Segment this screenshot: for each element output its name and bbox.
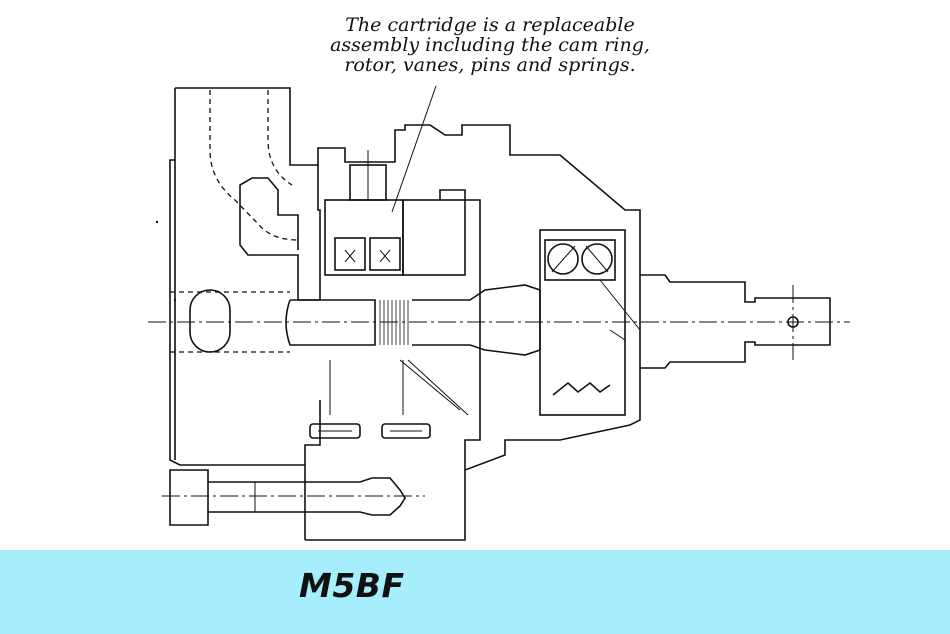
shaft-seal-chevron	[552, 381, 611, 396]
vane-springs	[344, 249, 391, 263]
cartridge-caption: The cartridge is a replaceable assembly …	[300, 15, 680, 75]
drive-shaft	[285, 284, 541, 356]
vane-slot-left	[334, 237, 366, 271]
body-inner-step	[304, 189, 481, 470]
pump-body-outline	[305, 124, 641, 541]
bearing-ball-right	[581, 243, 613, 275]
mounting-bolt	[169, 469, 406, 526]
internal-passage-dashed-2	[170, 291, 290, 353]
footer-band	[0, 550, 950, 634]
bearing-ball-left	[547, 243, 579, 275]
lower-pin-right	[381, 423, 431, 439]
vane-slot-right	[369, 237, 401, 271]
pump-section-svg	[148, 85, 850, 541]
port-housing-outline	[169, 87, 321, 540]
internal-passage-dashed	[209, 90, 299, 241]
port-oval	[189, 289, 231, 353]
caption-line-1: The cartridge is a replaceable	[345, 14, 635, 36]
caption-line-2: assembly including the cam ring,	[330, 34, 650, 56]
caption-leader-line	[391, 85, 437, 213]
lower-pin-left	[309, 423, 361, 439]
model-label: M5BF	[299, 566, 405, 605]
cartridge-side-plate	[402, 199, 466, 276]
lower-springs	[329, 359, 469, 416]
bearing-race	[544, 239, 616, 281]
pump-cross-section-drawing	[148, 85, 850, 541]
caption-line-3: rotor, vanes, pins and springs.	[344, 54, 636, 76]
